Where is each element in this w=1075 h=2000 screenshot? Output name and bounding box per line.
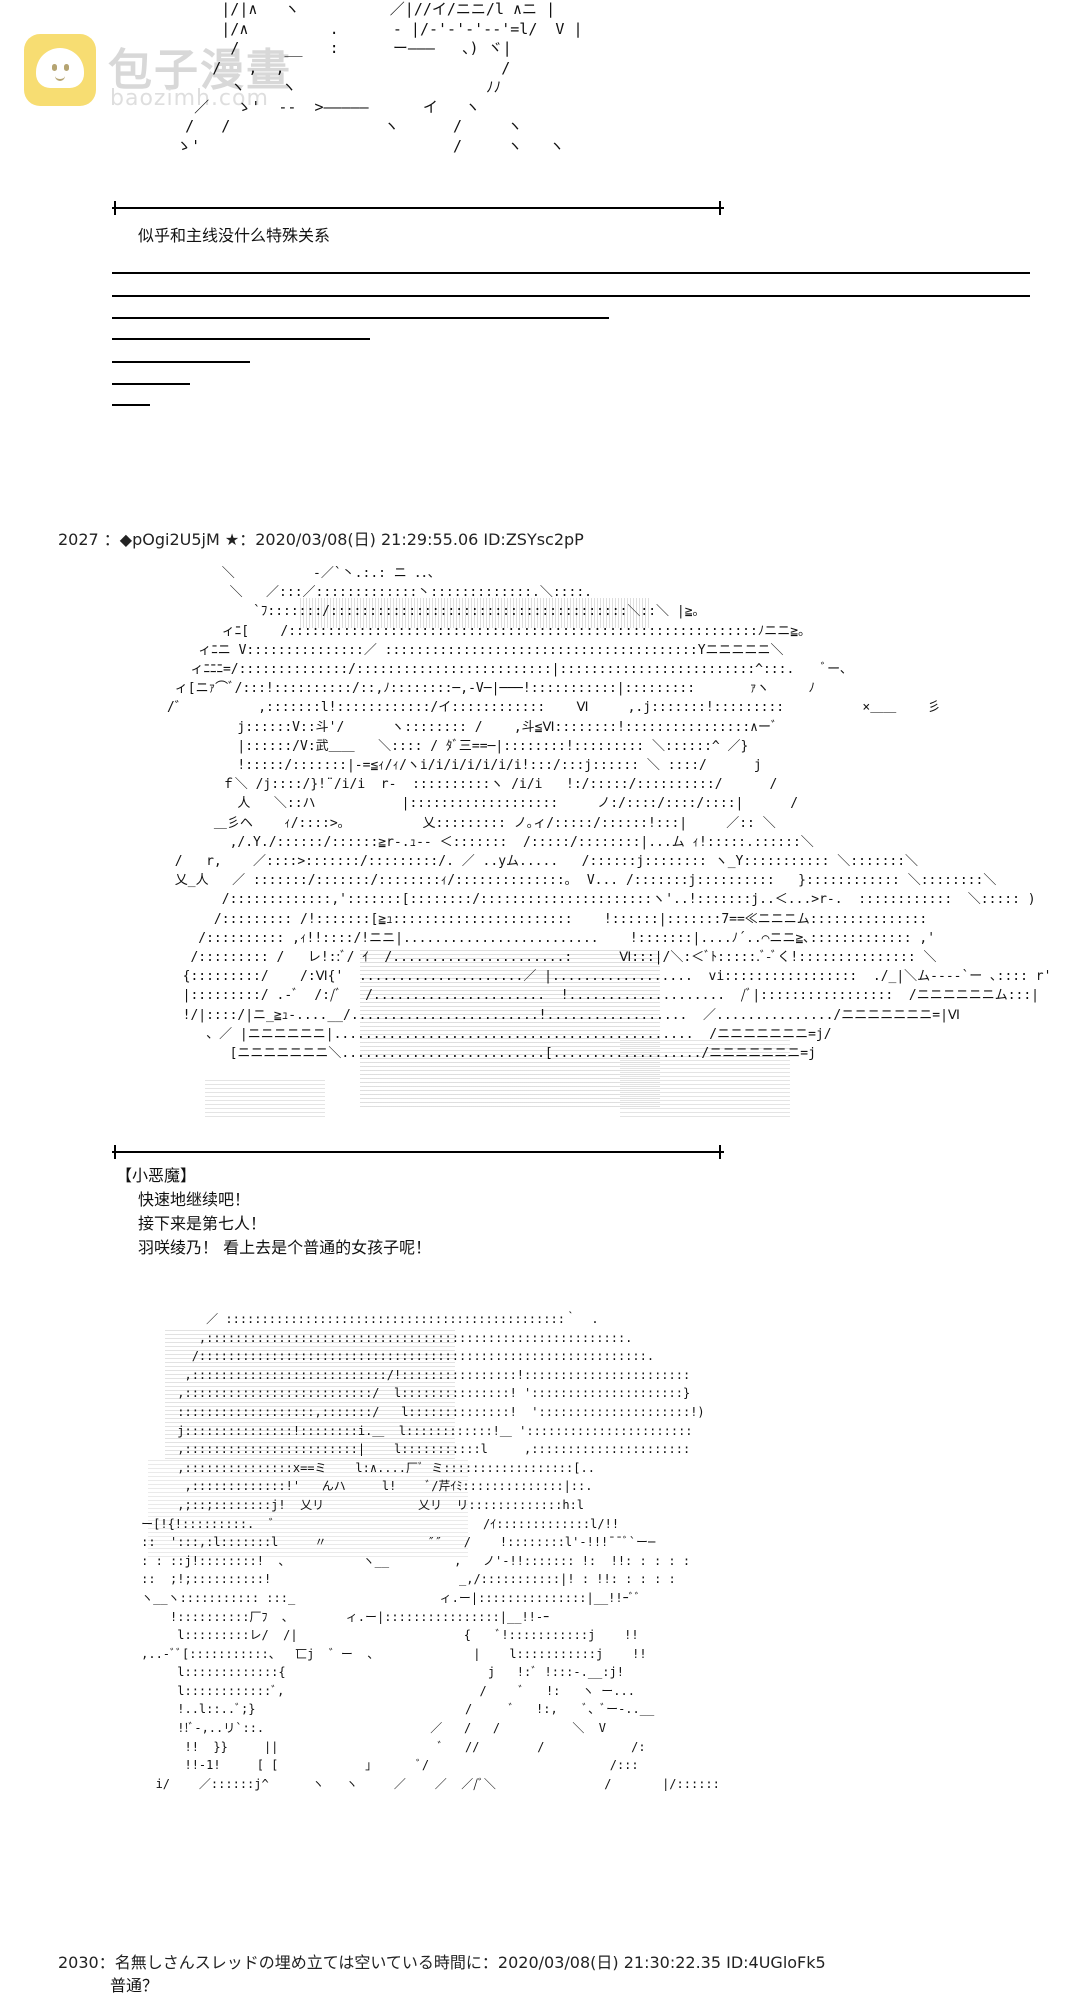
dialogue-line: 接下来是第七人！ bbox=[138, 1214, 267, 1233]
separator-line bbox=[112, 207, 724, 209]
watermark-subtitle: baozimh.com bbox=[110, 86, 269, 111]
decor-line bbox=[112, 404, 150, 406]
art-shading bbox=[205, 1080, 325, 1120]
post-header: 2027 ：◆pOgi2U5jM ★：2020/03/08(日) 21:29:5… bbox=[58, 530, 584, 549]
separator-tick-right bbox=[719, 201, 721, 215]
art-shading bbox=[148, 1460, 468, 1560]
separator-tick-left bbox=[114, 201, 116, 215]
decor-line bbox=[112, 361, 250, 363]
art-shading bbox=[620, 1040, 790, 1120]
art-shading bbox=[300, 598, 650, 628]
ascii-art-character-2: ／ ::::::::::::::::::::::::::::::::::::::… bbox=[141, 1312, 720, 1791]
bun-logo-icon bbox=[24, 34, 96, 106]
decor-line bbox=[112, 317, 609, 319]
separator-tick-left bbox=[114, 1145, 116, 1159]
watermark: 包子漫畫 baozimh.com bbox=[24, 34, 324, 114]
decor-line bbox=[112, 338, 370, 340]
decor-line bbox=[112, 383, 190, 385]
reply-line: 普通？ bbox=[110, 1976, 159, 1995]
decor-line bbox=[112, 272, 1030, 274]
art-shading bbox=[165, 1330, 455, 1460]
art-shading bbox=[360, 950, 660, 1110]
dialogue-line: 快速地继续吧！ bbox=[138, 1190, 251, 1209]
speaker-name: 【小恶魔】 bbox=[116, 1166, 197, 1185]
separator-line bbox=[112, 1151, 724, 1153]
ascii-art-top: |/|∧ ヽ ／|//イ/ニニ/l ∧ニ | |/∧ . - |/-'-'-'-… bbox=[176, 0, 583, 155]
post-caption: 似乎和主线没什么特殊关系 bbox=[138, 226, 331, 245]
post-header: 2030：名無しさんスレッドの埋め立ては空いている時間に：2020/03/08(… bbox=[58, 1953, 826, 1972]
watermark-title: 包子漫畫 bbox=[108, 45, 292, 96]
ascii-art-character-1: ＼ -／`丶.:.: ニ ．．、 ＼ ／:::／:::::::::::::丶::… bbox=[166, 566, 1052, 1062]
decor-line bbox=[112, 295, 1030, 297]
separator-tick-right bbox=[719, 1145, 721, 1159]
dialogue-line: 羽咲绫乃！ 看上去是个普通的女孩子呢！ bbox=[138, 1238, 432, 1257]
